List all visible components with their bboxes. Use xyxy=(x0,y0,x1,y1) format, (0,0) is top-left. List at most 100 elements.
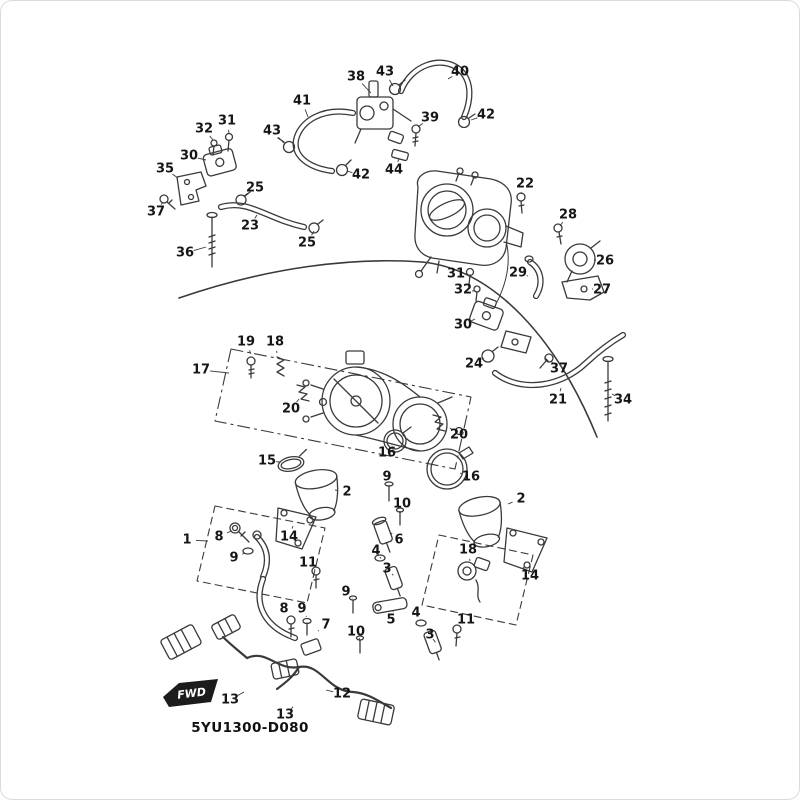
part-screw-28 xyxy=(553,223,563,245)
part-screw-19 xyxy=(246,356,256,379)
part-hose-23 xyxy=(217,202,308,231)
part-injector-3-center xyxy=(384,565,403,597)
part-spring-screw-20-left xyxy=(296,384,328,407)
part-clamp-16-large xyxy=(426,446,474,490)
callout-2: 2 xyxy=(342,485,351,500)
part-hose-41 xyxy=(292,108,357,175)
part-pin-9-mid xyxy=(348,595,358,614)
callout-14: 14 xyxy=(280,530,298,545)
callout-22: 22 xyxy=(516,177,534,192)
callout-leader-31 xyxy=(228,129,230,134)
part-stud-34 xyxy=(602,355,614,422)
callout-leader-20 xyxy=(449,427,453,430)
part-plate-14-left xyxy=(275,507,317,550)
callout-leader-17 xyxy=(209,370,230,374)
part-screw-37-left xyxy=(159,194,176,210)
part-clamp-16-small xyxy=(383,426,412,453)
callout-leader-41 xyxy=(304,109,309,118)
callout-leader-2 xyxy=(507,501,513,505)
part-pipe-44 xyxy=(391,148,409,162)
part-bolt-11-right xyxy=(452,624,462,647)
part-clamp-15 xyxy=(277,448,307,473)
callout-leader-42 xyxy=(346,170,353,173)
callout-leader-20 xyxy=(296,398,300,403)
callout-10: 10 xyxy=(347,625,365,640)
diagram-code: 5YU1300-D080 xyxy=(191,720,309,736)
callout-23: 23 xyxy=(241,219,259,234)
callout-17: 17 xyxy=(192,363,210,378)
callout-36: 36 xyxy=(176,246,194,261)
callout-leader-42 xyxy=(470,117,478,121)
part-stud-36 xyxy=(206,211,218,268)
part-hose-21 xyxy=(491,331,627,389)
callout-2: 2 xyxy=(516,492,525,507)
part-connector-13-c xyxy=(270,658,300,680)
part-injector-6 xyxy=(371,516,393,553)
callout-30: 30 xyxy=(180,149,198,164)
callout-leader-32 xyxy=(209,135,214,141)
part-plate-24-area xyxy=(500,330,532,354)
part-valve-38 xyxy=(354,80,412,145)
throttle-body-main xyxy=(302,350,453,452)
part-joint-2-right xyxy=(458,495,503,548)
fwd-label: FWD xyxy=(176,685,206,701)
callout-leader-3 xyxy=(391,573,394,576)
callout-24: 24 xyxy=(465,357,483,372)
callout-32: 32 xyxy=(454,283,472,298)
callout-10: 10 xyxy=(393,497,411,512)
callout-31: 31 xyxy=(447,267,465,282)
callout-leader-10 xyxy=(358,637,361,641)
callout-leader-35 xyxy=(172,173,179,179)
callout-leader-23 xyxy=(254,214,258,219)
part-spring-screw-20-right xyxy=(432,414,464,436)
separator-swoosh xyxy=(178,260,598,438)
part-sensor-30-left xyxy=(202,144,237,177)
callout-leader-6 xyxy=(390,532,393,535)
part-pipe-5 xyxy=(372,597,408,614)
callout-3: 3 xyxy=(382,562,391,577)
callout-35: 35 xyxy=(156,162,174,177)
callout-leader-22 xyxy=(520,192,523,195)
diagram-linework xyxy=(159,59,627,726)
callout-41: 41 xyxy=(293,94,311,109)
callout-42: 42 xyxy=(477,108,495,123)
callout-leader-36 xyxy=(193,246,207,251)
part-washer-9-left xyxy=(242,547,254,555)
callout-9: 9 xyxy=(382,470,391,485)
callout-8: 8 xyxy=(279,602,288,617)
callout-leader-1 xyxy=(195,539,209,542)
callout-4: 4 xyxy=(411,606,420,621)
callout-8: 8 xyxy=(214,530,223,545)
callout-11: 11 xyxy=(457,613,475,628)
callout-leader-37 xyxy=(160,201,164,205)
callout-28: 28 xyxy=(559,208,577,223)
callout-leader-40 xyxy=(447,76,453,80)
callout-leader-9 xyxy=(242,552,246,555)
callout-20: 20 xyxy=(450,428,468,443)
callout-12: 12 xyxy=(333,687,351,702)
callout-43: 43 xyxy=(376,65,394,80)
part-injector-3-right xyxy=(423,629,442,661)
throttle-body-upper xyxy=(414,167,524,303)
part-pipe-29 xyxy=(524,255,544,300)
callout-44: 44 xyxy=(385,163,403,178)
callout-20: 20 xyxy=(282,402,300,417)
callout-leader-37 xyxy=(550,360,553,363)
callout-leader-43 xyxy=(278,137,285,144)
callout-37: 37 xyxy=(550,362,568,377)
part-connector-13-d xyxy=(357,698,395,726)
callout-leader-21 xyxy=(559,387,562,392)
part-regulator-26 xyxy=(564,240,601,283)
callout-13: 13 xyxy=(221,693,239,708)
callout-leader-lines xyxy=(160,76,616,709)
callout-leader-13 xyxy=(291,706,294,709)
part-clamp-42-left xyxy=(335,159,352,177)
callout-21: 21 xyxy=(549,393,567,408)
part-bolt-39 xyxy=(411,124,421,147)
callout-leader-3 xyxy=(432,638,436,643)
callout-9: 9 xyxy=(297,602,306,617)
part-sensor-30-right xyxy=(469,297,504,331)
